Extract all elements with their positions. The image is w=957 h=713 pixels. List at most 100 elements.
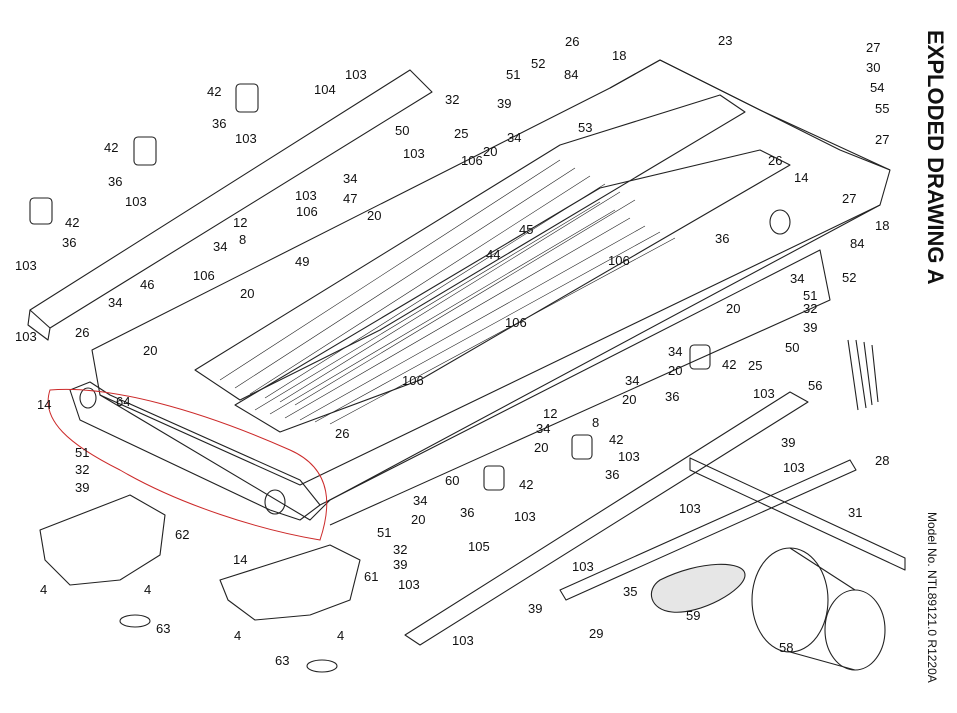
part-label-p51d: 51 — [377, 525, 391, 540]
part-label-p39a: 39 — [497, 96, 511, 111]
part-label-p47: 47 — [343, 191, 357, 206]
part-label-p39c: 39 — [781, 435, 795, 450]
part-label-p30: 30 — [866, 60, 880, 75]
part-label-p103g: 103 — [295, 188, 317, 203]
part-label-p27c: 27 — [842, 191, 856, 206]
motor — [751, 547, 829, 653]
part-label-p12a: 12 — [233, 215, 247, 230]
part-label-p29: 29 — [589, 626, 603, 641]
part-label-p103d: 103 — [15, 258, 37, 273]
lift-tube — [559, 459, 857, 601]
part-label-p60: 60 — [445, 473, 459, 488]
part-label-p23: 23 — [718, 33, 732, 48]
part-label-p42b: 42 — [104, 140, 118, 155]
part-label-p106a: 106 — [461, 153, 483, 168]
part-label-p20a: 20 — [483, 144, 497, 159]
part-label-p20d: 20 — [143, 343, 157, 358]
part-label-p103k: 103 — [514, 509, 536, 524]
cushion-42 — [235, 83, 259, 113]
part-label-p106b: 106 — [296, 204, 318, 219]
part-label-p36d: 36 — [715, 231, 729, 246]
part-label-p103e: 103 — [15, 329, 37, 344]
part-label-p14b: 14 — [37, 397, 51, 412]
part-label-p34d: 34 — [108, 295, 122, 310]
part-label-p36b: 36 — [108, 174, 122, 189]
part-label-p25b: 25 — [748, 358, 762, 373]
part-label-p84a: 84 — [564, 67, 578, 82]
part-label-p46: 46 — [140, 277, 154, 292]
part-label-p42e: 42 — [609, 432, 623, 447]
part-label-p12b: 12 — [543, 406, 557, 421]
part-label-p36c: 36 — [62, 235, 76, 250]
part-label-p8a: 8 — [239, 232, 246, 247]
part-label-p42f: 42 — [519, 477, 533, 492]
part-label-p39f: 39 — [528, 601, 542, 616]
part-label-p36a: 36 — [212, 116, 226, 131]
part-label-p50a: 50 — [395, 123, 409, 138]
drawing-title: EXPLODED DRAWING A — [923, 30, 948, 285]
foot-63-right — [306, 659, 338, 673]
part-label-p55: 55 — [875, 101, 889, 116]
part-label-p18b: 18 — [875, 218, 889, 233]
part-label-p34e: 34 — [790, 271, 804, 286]
part-label-p58: 58 — [779, 640, 793, 655]
part-label-p42c: 42 — [65, 215, 79, 230]
part-label-p20h: 20 — [534, 440, 548, 455]
part-label-p34b: 34 — [343, 171, 357, 186]
foot-63-left — [119, 614, 151, 628]
part-label-p63b: 63 — [275, 653, 289, 668]
part-label-p26d: 26 — [335, 426, 349, 441]
part-label-p25a: 25 — [454, 126, 468, 141]
part-label-p39e: 39 — [393, 557, 407, 572]
part-label-p103j: 103 — [783, 460, 805, 475]
part-label-p52b: 52 — [842, 270, 856, 285]
part-label-p34g: 34 — [625, 373, 639, 388]
part-label-p32b: 32 — [803, 301, 817, 316]
rear-roller — [769, 209, 791, 235]
part-label-p26c: 26 — [768, 153, 782, 168]
part-label-p8b: 8 — [592, 415, 599, 430]
part-label-p35: 35 — [623, 584, 637, 599]
part-label-p106e: 106 — [505, 315, 527, 330]
part-label-p42d: 42 — [722, 357, 736, 372]
part-label-p32a: 32 — [445, 92, 459, 107]
left-rail — [29, 69, 433, 329]
part-label-p103h: 103 — [753, 386, 775, 401]
walking-deck — [194, 94, 746, 401]
left-foot-cover — [39, 494, 166, 586]
part-label-p62: 62 — [175, 527, 189, 542]
part-label-p56: 56 — [808, 378, 822, 393]
part-label-p106c: 106 — [193, 268, 215, 283]
part-label-p31: 31 — [848, 505, 862, 520]
part-label-p51a: 51 — [506, 67, 520, 82]
crossbar — [689, 457, 906, 571]
part-label-p105: 105 — [468, 539, 490, 554]
part-label-p59: 59 — [686, 608, 700, 623]
part-label-p61: 61 — [364, 569, 378, 584]
part-label-p52a: 52 — [531, 56, 545, 71]
part-label-p44: 44 — [486, 247, 500, 262]
bottom-rail — [404, 391, 809, 646]
part-label-p51b: 51 — [803, 288, 817, 303]
part-label-p34a: 34 — [507, 130, 521, 145]
part-label-p51c: 51 — [75, 445, 89, 460]
model-number: Model No. NTL89121.0 R1220A — [925, 512, 939, 683]
part-label-p27a: 27 — [866, 40, 880, 55]
part-label-p18a: 18 — [612, 48, 626, 63]
part-label-p103m: 103 — [572, 559, 594, 574]
part-label-p106d: 106 — [608, 253, 630, 268]
part-label-p103c: 103 — [125, 194, 147, 209]
part-label-p20e: 20 — [726, 301, 740, 316]
part-label-p34c: 34 — [213, 239, 227, 254]
part-label-p27b: 27 — [875, 132, 889, 147]
highlight-outline — [47, 388, 328, 541]
part-label-p20f: 20 — [668, 363, 682, 378]
part-label-p63a: 63 — [156, 621, 170, 636]
part-label-p36e: 36 — [665, 389, 679, 404]
part-label-p84b: 84 — [850, 236, 864, 251]
part-label-p34i: 34 — [413, 493, 427, 508]
part-label-p53: 53 — [578, 120, 592, 135]
part-label-p54: 54 — [870, 80, 884, 95]
part-label-p103a: 103 — [345, 67, 367, 82]
